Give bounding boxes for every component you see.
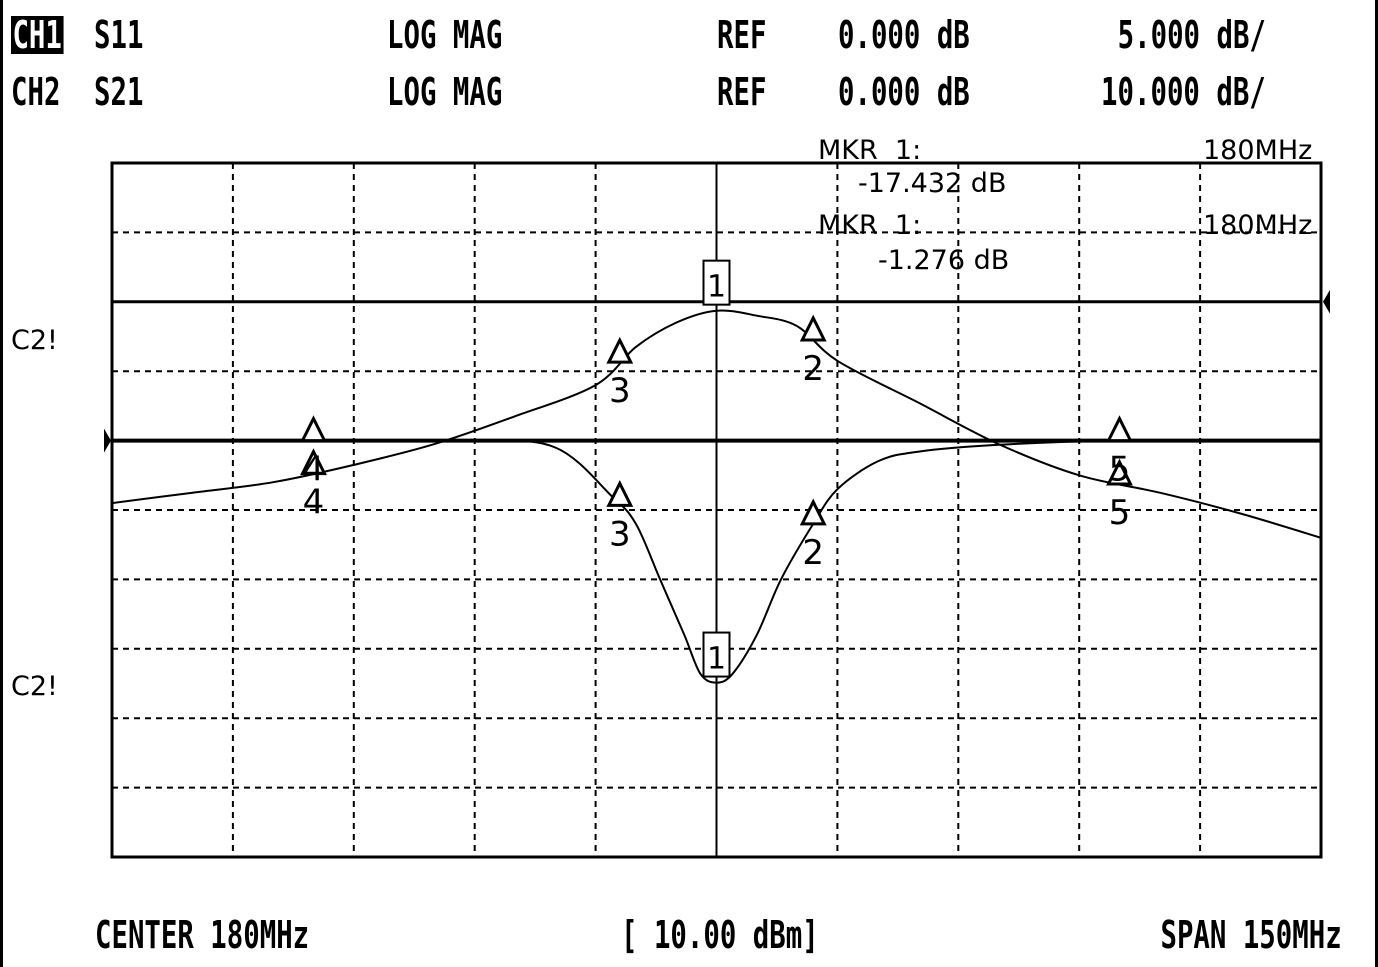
frequency-span: SPAN 150MHz (1160, 913, 1342, 957)
s21-marker-3-triangle (606, 336, 634, 364)
ch1-format: LOG MAG (387, 13, 503, 57)
s11-marker-3-label: 3 (609, 514, 631, 554)
s11-marker-2-triangle (799, 498, 827, 526)
trace-s21 (111, 309, 1322, 539)
ch2-ref-value: 0.000 dB (838, 70, 970, 114)
ch1-reference-arrow (104, 428, 111, 453)
ch2-scale: 10.000 dB/ (1101, 70, 1266, 114)
ch1-scale: 5.000 dB/ (1117, 13, 1266, 57)
source-power: [ 10.00 dBm] (621, 913, 819, 957)
s21-marker-1-label: 1 (707, 270, 726, 305)
s21-marker-2-label: 2 (802, 349, 824, 389)
screen-border-left (0, 0, 3, 967)
ch1-ref-label: REF (717, 13, 767, 57)
ch2-label[interactable]: CH2 (11, 70, 61, 114)
graticule (110, 161, 1323, 859)
s11-marker-5-label: 5 (1109, 450, 1131, 490)
marker2-label: MKR 1: (818, 210, 922, 241)
s21-marker-4-label: 4 (303, 483, 325, 523)
marker1-value: -17.432 dB (858, 168, 1007, 199)
ch2-ref-label: REF (717, 70, 767, 114)
marker1-label: MKR 1: (818, 135, 922, 166)
ch2-parameter: S21 (94, 70, 144, 114)
s11-marker-4-triangle (300, 415, 327, 443)
ch1-ref-value: 0.000 dB (838, 13, 970, 57)
s11-marker-3-triangle (606, 480, 634, 507)
marker1-frequency: 180MHz (1203, 135, 1313, 166)
center-frequency: CENTER 180MHz (95, 913, 310, 957)
s11-marker-4-label: 4 (303, 450, 325, 490)
marker2-frequency: 180MHz (1203, 210, 1313, 241)
screen-border-right (1375, 0, 1378, 967)
trace-s11 (112, 439, 1322, 684)
s21-marker-4-triangle (300, 448, 327, 476)
s21-marker-1-box (702, 259, 731, 306)
ch2-format: LOG MAG (387, 70, 503, 114)
ch2-side-label: C2! (11, 325, 58, 356)
marker2-value: -1.276 dB (878, 245, 1010, 276)
trace-markers: 1 2 3 4 5 1 2 3 4 5 (300, 259, 1133, 678)
ch2-side-label-lower: C2! (11, 671, 58, 702)
s11-marker-1-box (702, 631, 731, 678)
s11-marker-5-triangle (1106, 415, 1133, 443)
s21-marker-5-label: 5 (1109, 493, 1131, 533)
ch1-parameter: S11 (94, 13, 144, 57)
s11-marker-2-label: 2 (802, 533, 824, 573)
traces (111, 309, 1322, 684)
ch1-label[interactable]: CH1 (11, 13, 64, 57)
s11-marker-1-label: 1 (707, 642, 726, 677)
ch2-reference-arrow (1323, 289, 1330, 314)
s21-marker-5-triangle (1106, 458, 1133, 486)
s21-marker-3-label: 3 (609, 371, 631, 411)
s21-marker-2-triangle (799, 314, 827, 342)
